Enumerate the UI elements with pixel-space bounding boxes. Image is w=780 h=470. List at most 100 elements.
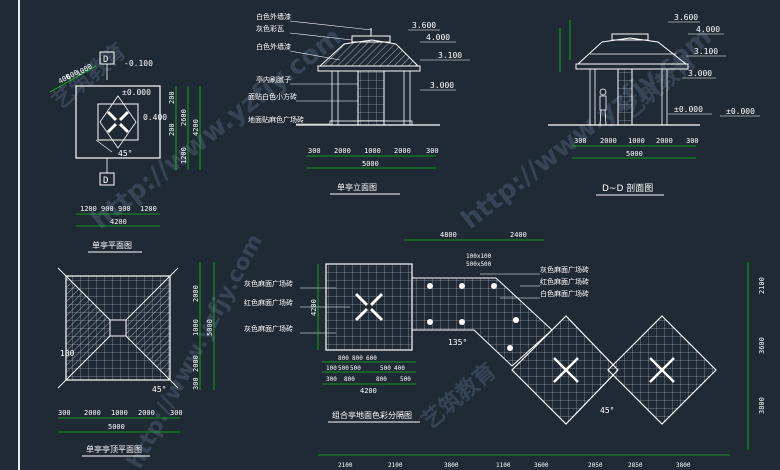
section-dims: 300 2000 1000 2000 300 5000 xyxy=(572,137,699,159)
section-levels: 3.600 4.000 3.100 3.000 ±0.000 ±0.000 xyxy=(668,13,760,117)
svg-text:4.000: 4.000 xyxy=(696,25,720,34)
elevation-levels: 3.600 4.000 3.100 3.000 xyxy=(408,21,470,91)
svg-text:4800: 4800 xyxy=(440,231,457,239)
svg-text:300: 300 xyxy=(58,409,71,417)
svg-text:1000: 1000 xyxy=(111,409,128,417)
section-letter-bottom: D xyxy=(103,176,108,186)
svg-text:±0.000: ±0.000 xyxy=(674,105,703,114)
plan-outer-square xyxy=(75,85,161,159)
pavilion-elevation[interactable]: 白色外墙漆 灰色彩瓦 白色外墙漆 亭内刷腻子 面贴白色小方砖 地面贴麻色广场砖 … xyxy=(248,12,470,195)
svg-text:900: 900 xyxy=(101,205,114,213)
svg-text:2600: 2600 xyxy=(180,109,188,126)
svg-text:100: 100 xyxy=(326,365,337,372)
svg-text:300: 300 xyxy=(192,377,200,390)
svg-text:4.000: 4.000 xyxy=(426,33,450,42)
svg-text:300: 300 xyxy=(574,137,587,145)
path-circles xyxy=(427,283,519,351)
svg-text:3.600: 3.600 xyxy=(674,13,698,22)
svg-text:4200: 4200 xyxy=(310,299,318,316)
combo-dims-top: 4800 2400 xyxy=(404,231,544,241)
svg-text:3800: 3800 xyxy=(758,397,766,414)
watermark-brand-3: 艺筑教育 xyxy=(417,358,501,434)
svg-text:2100: 2100 xyxy=(338,462,353,469)
svg-text:2000: 2000 xyxy=(334,147,351,155)
svg-text:1000: 1000 xyxy=(364,147,381,155)
roof-angle: 45° xyxy=(152,385,166,394)
svg-text:5000: 5000 xyxy=(206,319,214,336)
svg-text:4200: 4200 xyxy=(110,218,127,226)
roof-dim-left: 100 xyxy=(60,349,75,358)
svg-text:1000: 1000 xyxy=(628,137,645,145)
svg-text:3.600: 3.600 xyxy=(412,21,436,30)
svg-text:2000: 2000 xyxy=(394,147,411,155)
roof-dims-right: 2000 1000 2000 300 5000 xyxy=(192,262,215,390)
svg-text:3.100: 3.100 xyxy=(438,51,462,60)
svg-text:灰色麻面广场砖: 灰色麻面广场砖 xyxy=(244,324,293,333)
svg-text:2100: 2100 xyxy=(758,277,766,294)
combo-dims-right: 2100 3600 3800 xyxy=(747,262,766,450)
svg-text:2000: 2000 xyxy=(84,409,101,417)
svg-text:地面贴麻色广场砖: 地面贴麻色广场砖 xyxy=(248,115,304,124)
svg-text:2850: 2850 xyxy=(628,462,643,469)
svg-text:200: 200 xyxy=(168,123,176,136)
pavilion-center-mark xyxy=(106,110,130,134)
svg-text:800: 800 xyxy=(376,376,387,383)
combo-dim-left: 4200 xyxy=(310,264,319,350)
svg-text:100x100: 100x100 xyxy=(466,253,492,260)
combination-paving-plan[interactable]: 灰色麻面广场砖 红色麻面广场砖 灰色麻面广场砖 灰色麻面广场砖 红色麻面广场砖 … xyxy=(244,231,766,469)
roof-title: 单亭亭顶平面图 xyxy=(86,444,142,454)
roof-plan[interactable]: 100 45° 2000 1000 2000 300 5000 300 2000… xyxy=(57,262,215,457)
svg-text:1000: 1000 xyxy=(192,319,200,336)
svg-text:2000: 2000 xyxy=(600,137,617,145)
svg-text:2000: 2000 xyxy=(192,355,200,372)
plan-elev-top: -0.100 xyxy=(124,59,153,68)
svg-text:900: 900 xyxy=(118,205,131,213)
combo-center-mark-1 xyxy=(553,357,579,383)
svg-text:5000: 5000 xyxy=(108,423,125,431)
svg-text:500: 500 xyxy=(380,365,391,372)
svg-text:1100: 1100 xyxy=(496,462,511,469)
svg-text:5000: 5000 xyxy=(362,160,379,168)
svg-text:2100: 2100 xyxy=(388,462,403,469)
svg-text:白色外墙漆: 白色外墙漆 xyxy=(256,12,291,21)
plan-elev-mid: ±0.000 xyxy=(122,88,151,97)
svg-text:600: 600 xyxy=(366,355,377,362)
section-left-ticks xyxy=(559,20,571,72)
combo-center-mark-2 xyxy=(649,357,675,383)
svg-text:1200: 1200 xyxy=(80,205,97,213)
combo-dims-bottom: 800 800 600 100 500 500 500 400 300 800 … xyxy=(322,355,416,395)
combo-angle-135: 135° xyxy=(448,338,467,347)
roof-dims-bottom: 300 2000 1000 2000 300 5000 xyxy=(58,409,183,433)
elevation-labels: 白色外墙漆 灰色彩瓦 白色外墙漆 亭内刷腻子 面贴白色小方砖 地面贴麻色广场砖 xyxy=(248,12,373,125)
svg-text:5000: 5000 xyxy=(626,150,643,158)
svg-text:800: 800 xyxy=(344,376,355,383)
pavilion-section[interactable]: 3.600 4.000 3.100 3.000 ±0.000 ±0.000 30… xyxy=(548,13,760,196)
plan-angle: 45° xyxy=(118,149,132,158)
svg-text:300: 300 xyxy=(170,409,183,417)
svg-text:300: 300 xyxy=(308,147,321,155)
combo-angle-45: 45° xyxy=(600,406,614,415)
svg-text:2050: 2050 xyxy=(588,462,603,469)
svg-text:白色麻面广场砖: 白色麻面广场砖 xyxy=(540,289,589,298)
svg-text:3.100: 3.100 xyxy=(694,47,718,56)
svg-text:灰色麻面广场砖: 灰色麻面广场砖 xyxy=(244,279,293,288)
svg-text:灰色麻面广场砖: 灰色麻面广场砖 xyxy=(540,265,589,274)
svg-text:2000: 2000 xyxy=(192,285,200,302)
svg-text:500x500: 500x500 xyxy=(466,261,492,268)
svg-text:白色外墙漆: 白色外墙漆 xyxy=(256,42,291,51)
svg-text:4200: 4200 xyxy=(360,387,377,395)
svg-text:红色麻面广场砖: 红色麻面广场砖 xyxy=(244,298,293,307)
svg-text:3.000: 3.000 xyxy=(688,69,712,78)
plan-title: 单亭平面图 xyxy=(92,240,132,250)
svg-text:200: 200 xyxy=(168,91,176,104)
svg-text:亭内刷腻子: 亭内刷腻子 xyxy=(256,75,291,84)
svg-text:1200: 1200 xyxy=(180,147,188,164)
svg-text:500: 500 xyxy=(400,376,411,383)
combo-dims-far-bottom: 2100 2100 3800 1100 3600 2050 2850 3800 xyxy=(318,454,730,469)
combo-center-mark-left xyxy=(354,292,384,322)
svg-text:300: 300 xyxy=(326,376,337,383)
plan-dims-right: 200 2600 1200 200 4200 xyxy=(168,86,201,170)
svg-text:3800: 3800 xyxy=(676,462,691,469)
svg-text:红色麻面广场砖: 红色麻面广场砖 xyxy=(540,277,589,286)
